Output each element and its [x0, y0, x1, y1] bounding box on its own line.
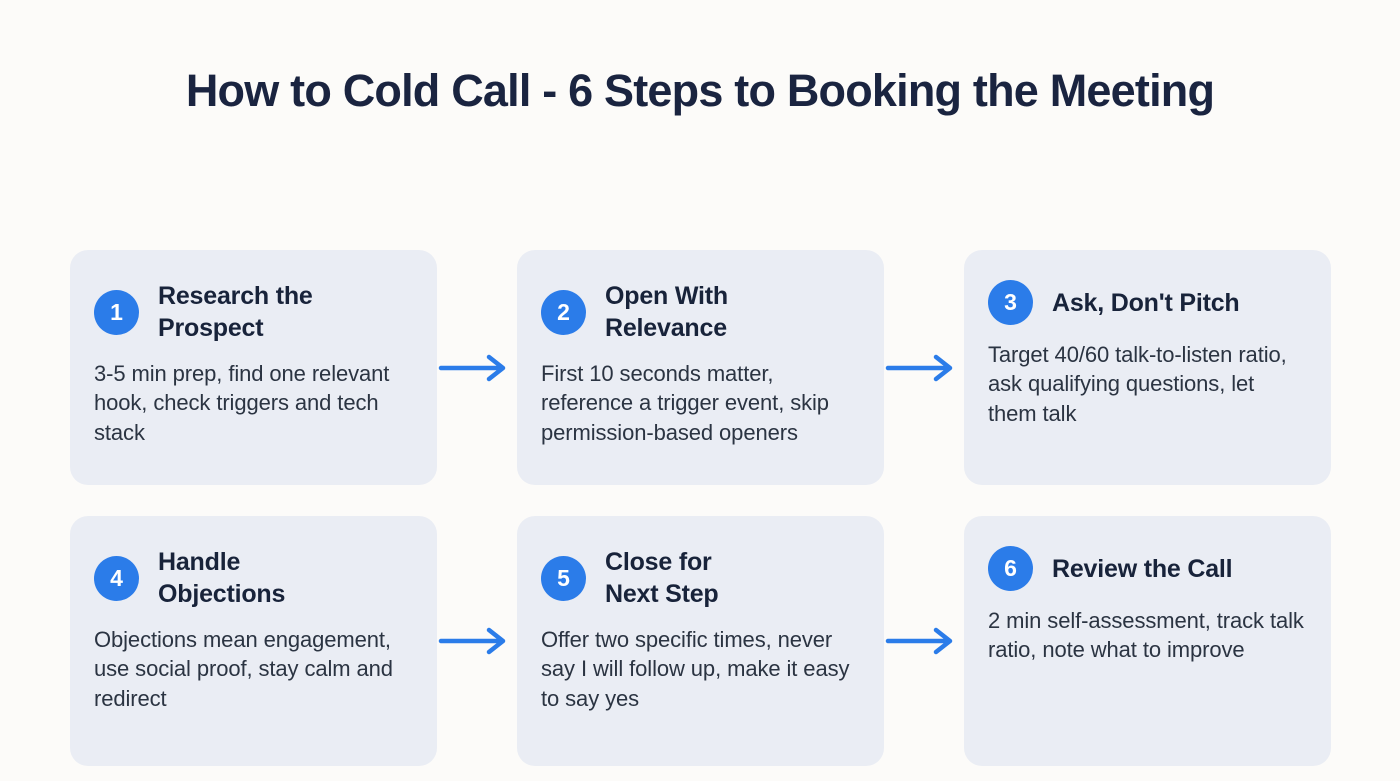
arrow-cell-3 — [437, 516, 517, 766]
step-1-number-badge: 1 — [94, 289, 139, 335]
page-title: How to Cold Call - 6 Steps to Booking th… — [185, 65, 1215, 116]
step-2-header: 2 Open With Relevance — [541, 280, 860, 344]
arrow-right-icon — [438, 354, 506, 381]
step-card-5: 5 Close for Next Step Offer two specific… — [517, 516, 884, 766]
arrow-right-icon — [885, 354, 953, 381]
step-4-number-badge: 4 — [94, 555, 139, 601]
step-card-2: 2 Open With Relevance First 10 seconds m… — [517, 250, 884, 485]
step-2-number-badge: 2 — [541, 289, 586, 335]
step-2-description: First 10 seconds matter, reference a tri… — [541, 361, 829, 445]
step-1-header: 1 Research the Prospect — [94, 280, 413, 344]
arrow-cell-4 — [884, 516, 964, 766]
step-4-title: Handle Objections — [158, 548, 286, 608]
step-1-title: Research the Prospect — [158, 282, 313, 342]
step-6-description: 2 min self-assessment, track talk ratio,… — [988, 608, 1304, 663]
step-5-number-badge: 5 — [541, 555, 586, 601]
steps-grid: 1 Research the Prospect 3-5 min prep, fi… — [70, 250, 1331, 766]
step-6-header: 6 Review the Call — [988, 546, 1307, 591]
arrow-cell-1 — [437, 250, 517, 485]
step-card-4: 4 Handle Objections Objections mean enga… — [70, 516, 437, 766]
step-card-3: 3 Ask, Don't Pitch Target 40/60 talk-to-… — [964, 250, 1331, 485]
infographic-page: How to Cold Call - 6 Steps to Booking th… — [0, 58, 1400, 781]
step-4-description: Objections mean engagement, use social p… — [94, 627, 393, 711]
step-card-6: 6 Review the Call 2 min self-assessment,… — [964, 516, 1331, 766]
step-4-header: 4 Handle Objections — [94, 546, 413, 610]
step-3-description: Target 40/60 talk-to-listen ratio, ask q… — [988, 342, 1287, 426]
step-5-title: Close for Next Step — [605, 548, 719, 608]
step-3-title: Ask, Don't Pitch — [1052, 288, 1240, 317]
arrow-right-icon — [885, 627, 953, 655]
step-1-description: 3-5 min prep, find one relevant hook, ch… — [94, 361, 390, 445]
step-6-number-badge: 6 — [988, 546, 1033, 591]
step-6-title: Review the Call — [1052, 554, 1233, 583]
step-3-header: 3 Ask, Don't Pitch — [988, 280, 1307, 325]
step-5-description: Offer two specific times, never say I wi… — [541, 627, 850, 711]
arrow-right-icon — [438, 627, 506, 655]
step-3-number-badge: 3 — [988, 280, 1033, 325]
step-2-title: Open With Relevance — [605, 282, 728, 342]
arrow-cell-2 — [884, 250, 964, 485]
step-card-1: 1 Research the Prospect 3-5 min prep, fi… — [70, 250, 437, 485]
step-5-header: 5 Close for Next Step — [541, 546, 860, 610]
